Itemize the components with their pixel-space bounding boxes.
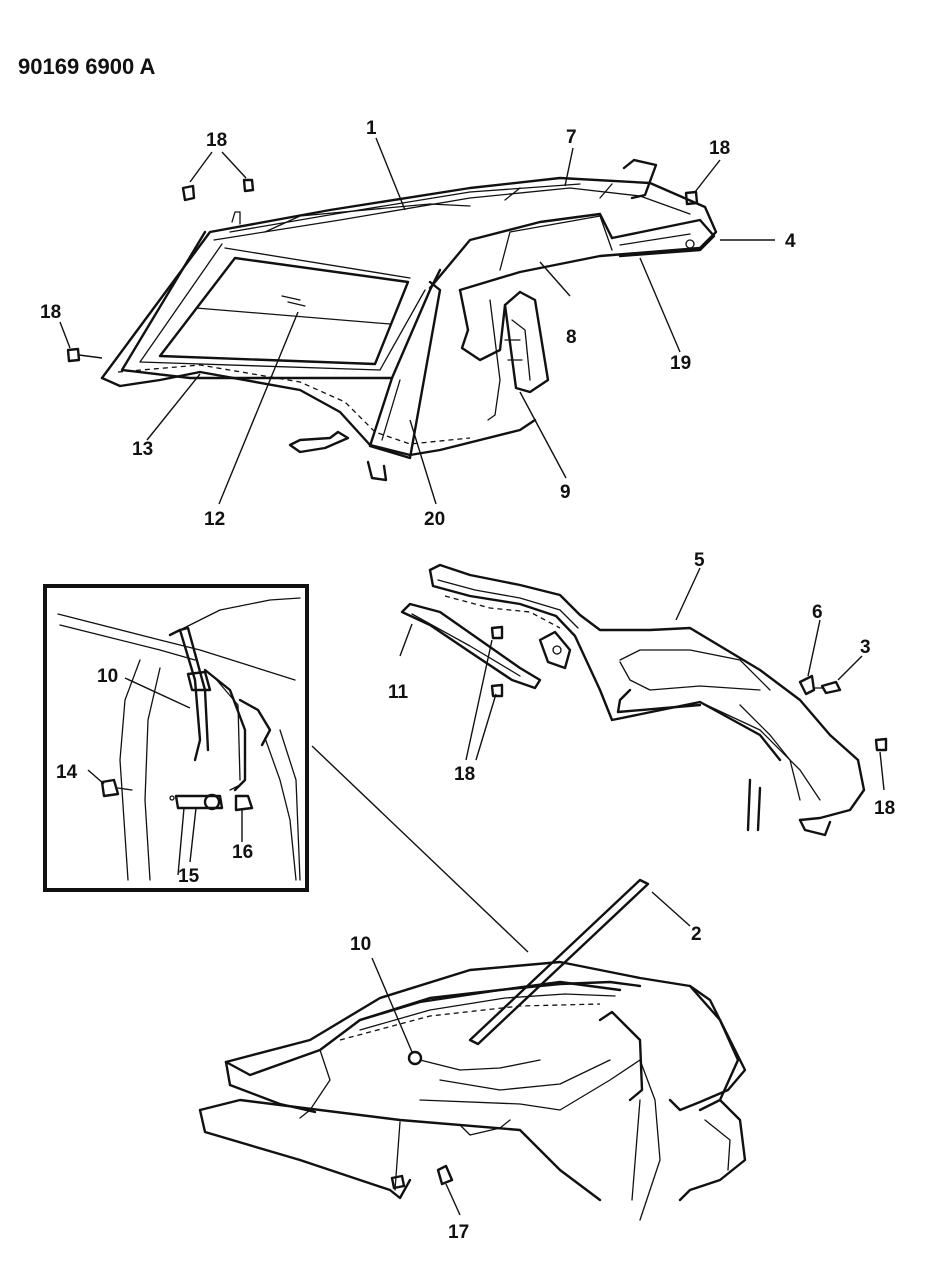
callout-18-middle: 18 <box>454 764 475 785</box>
inset-detail <box>43 584 309 892</box>
callout-9: 9 <box>560 482 571 503</box>
callout-15: 15 <box>178 866 200 887</box>
header-trim-drawing <box>400 563 888 837</box>
callout-5: 5 <box>694 550 705 571</box>
callout-18-top-left: 18 <box>206 130 227 151</box>
callout-18-top-right: 18 <box>709 138 730 159</box>
callout-1: 1 <box>366 118 377 139</box>
callout-16: 16 <box>232 842 253 863</box>
callout-20: 20 <box>424 509 445 530</box>
callout-13: 13 <box>132 439 153 460</box>
assembled-top-drawing <box>66 158 718 482</box>
callout-6: 6 <box>812 602 823 623</box>
middle-view-leaders <box>399 567 885 791</box>
callout-17: 17 <box>448 1222 469 1243</box>
bottom-view-leaders <box>371 891 691 1216</box>
callout-12: 12 <box>204 509 225 530</box>
part-callouts: 1 7 18 18 4 18 8 19 13 9 12 20 5 6 3 11 … <box>40 118 895 1243</box>
callout-10-inset: 10 <box>97 666 118 687</box>
callout-19: 19 <box>670 353 691 374</box>
inset-connector-line <box>311 745 529 953</box>
callout-18-right: 18 <box>874 798 895 819</box>
callout-8: 8 <box>566 327 577 348</box>
diagram-code: 90169 6900 A <box>18 54 156 79</box>
inset-leaders <box>87 677 243 876</box>
callout-2: 2 <box>691 924 702 945</box>
callout-18-left: 18 <box>40 302 61 323</box>
callout-4: 4 <box>785 231 796 252</box>
callout-7: 7 <box>566 127 577 148</box>
stowed-top-drawing <box>198 878 747 1221</box>
callout-11: 11 <box>388 682 409 703</box>
top-view-leaders <box>59 137 775 505</box>
callout-10-bottom: 10 <box>350 934 371 955</box>
callout-14: 14 <box>56 762 78 783</box>
callout-3: 3 <box>860 637 871 658</box>
